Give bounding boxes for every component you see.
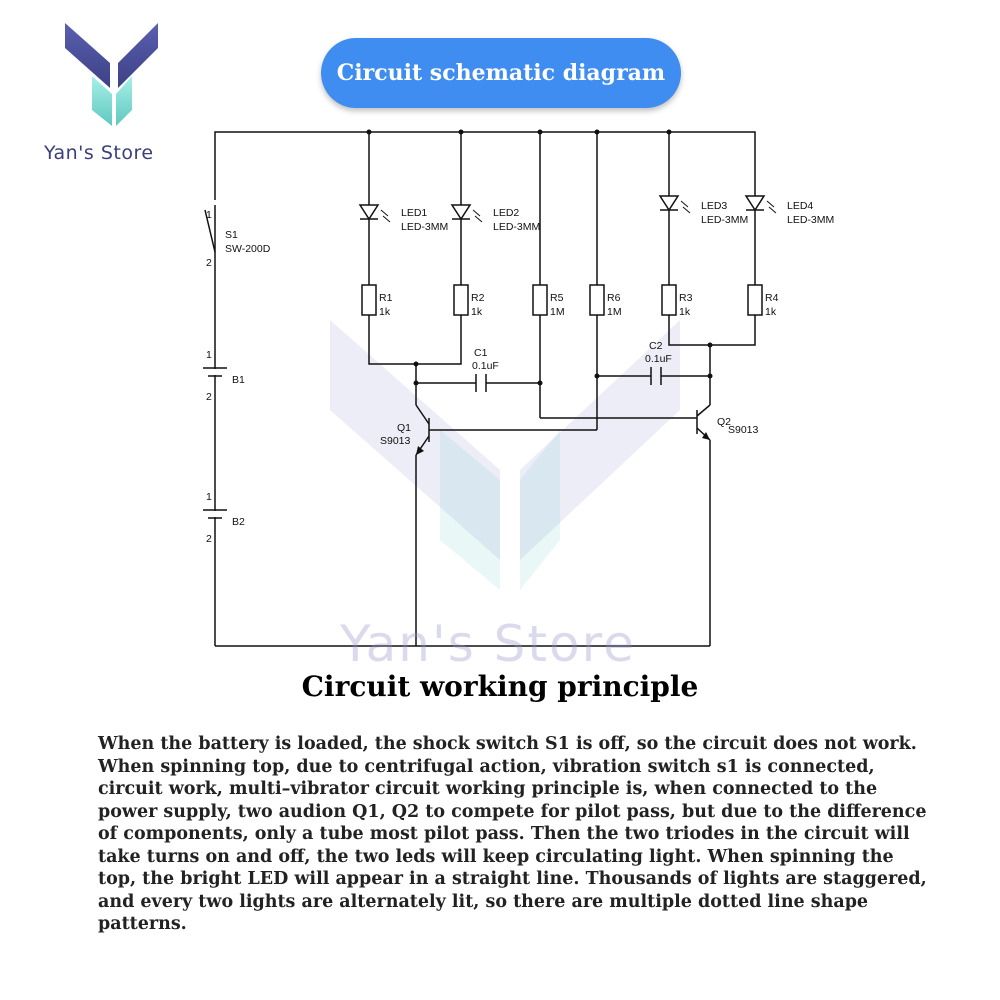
switch-lever [204, 209, 216, 253]
c2-ref: C2 [649, 340, 663, 352]
led-3 [658, 195, 680, 212]
led-4 [744, 195, 766, 212]
led2-part: LED-3MM [493, 221, 540, 233]
r2-ref: R2 [471, 292, 485, 304]
battery-b2-pin-2: 2 [206, 533, 212, 545]
r6-value: 1M [607, 306, 622, 318]
battery-b2-pin-1: 1 [206, 491, 212, 503]
r6-ref: R6 [607, 292, 621, 304]
led4-part: LED-3MM [787, 214, 834, 226]
watermark-text: Yan's Store [340, 615, 636, 673]
resistor-r6 [589, 284, 605, 316]
resistor-r2 [453, 284, 469, 316]
q2-part: S9013 [728, 424, 759, 436]
resistor-r1 [361, 284, 377, 316]
led1-ref: LED1 [401, 207, 427, 219]
r4-value: 1k [765, 306, 777, 318]
led-1 [358, 204, 380, 221]
switch-part: SW-200D [225, 243, 271, 255]
switch-pin-2: 2 [206, 257, 212, 269]
led2-ref: LED2 [493, 207, 519, 219]
r1-value: 1k [379, 306, 391, 318]
diagram-title: Circuit schematic diagram [321, 38, 681, 108]
battery-b1-pin-2: 2 [206, 391, 212, 403]
r5-ref: R5 [550, 292, 564, 304]
battery-b1-pin-1: 1 [206, 349, 212, 361]
led3-ref: LED3 [701, 200, 727, 212]
r3-value: 1k [679, 306, 691, 318]
battery-b1-ref: B1 [232, 374, 245, 386]
section-title: Circuit working principle [301, 670, 699, 703]
r5-value: 1M [550, 306, 565, 318]
logo-text: Yan's Store [44, 142, 154, 164]
q2-ref: Q2 [717, 416, 731, 428]
q1-ref: Q1 [397, 422, 411, 434]
c2-value: 0.1uF [645, 353, 672, 365]
led1-part: LED-3MM [401, 221, 448, 233]
switch-pin-1: 1 [206, 209, 212, 221]
wire-top-rail [214, 131, 756, 646]
battery-b2-ref: B2 [232, 516, 245, 528]
r1-ref: R1 [379, 292, 393, 304]
q1-part: S9013 [380, 435, 411, 447]
led-2 [450, 204, 472, 221]
watermark-logo [330, 320, 680, 590]
c1-ref: C1 [474, 347, 488, 359]
led3-part: LED-3MM [701, 214, 748, 226]
led4-ref: LED4 [787, 200, 813, 212]
r2-value: 1k [471, 306, 483, 318]
resistor-r5 [532, 284, 548, 316]
r4-ref: R4 [765, 292, 779, 304]
resistor-r3 [661, 284, 677, 316]
switch-ref: S1 [225, 229, 238, 241]
principle-description: When the battery is loaded, the shock sw… [98, 734, 927, 934]
r3-ref: R3 [679, 292, 693, 304]
circuit-schematic: S1 SW-200D 1 2 B1 B2 1 2 1 2 LED1 LED-3M… [203, 129, 834, 647]
c1-value: 0.1uF [472, 360, 499, 372]
resistor-r4 [747, 284, 763, 316]
store-logo [65, 23, 158, 126]
